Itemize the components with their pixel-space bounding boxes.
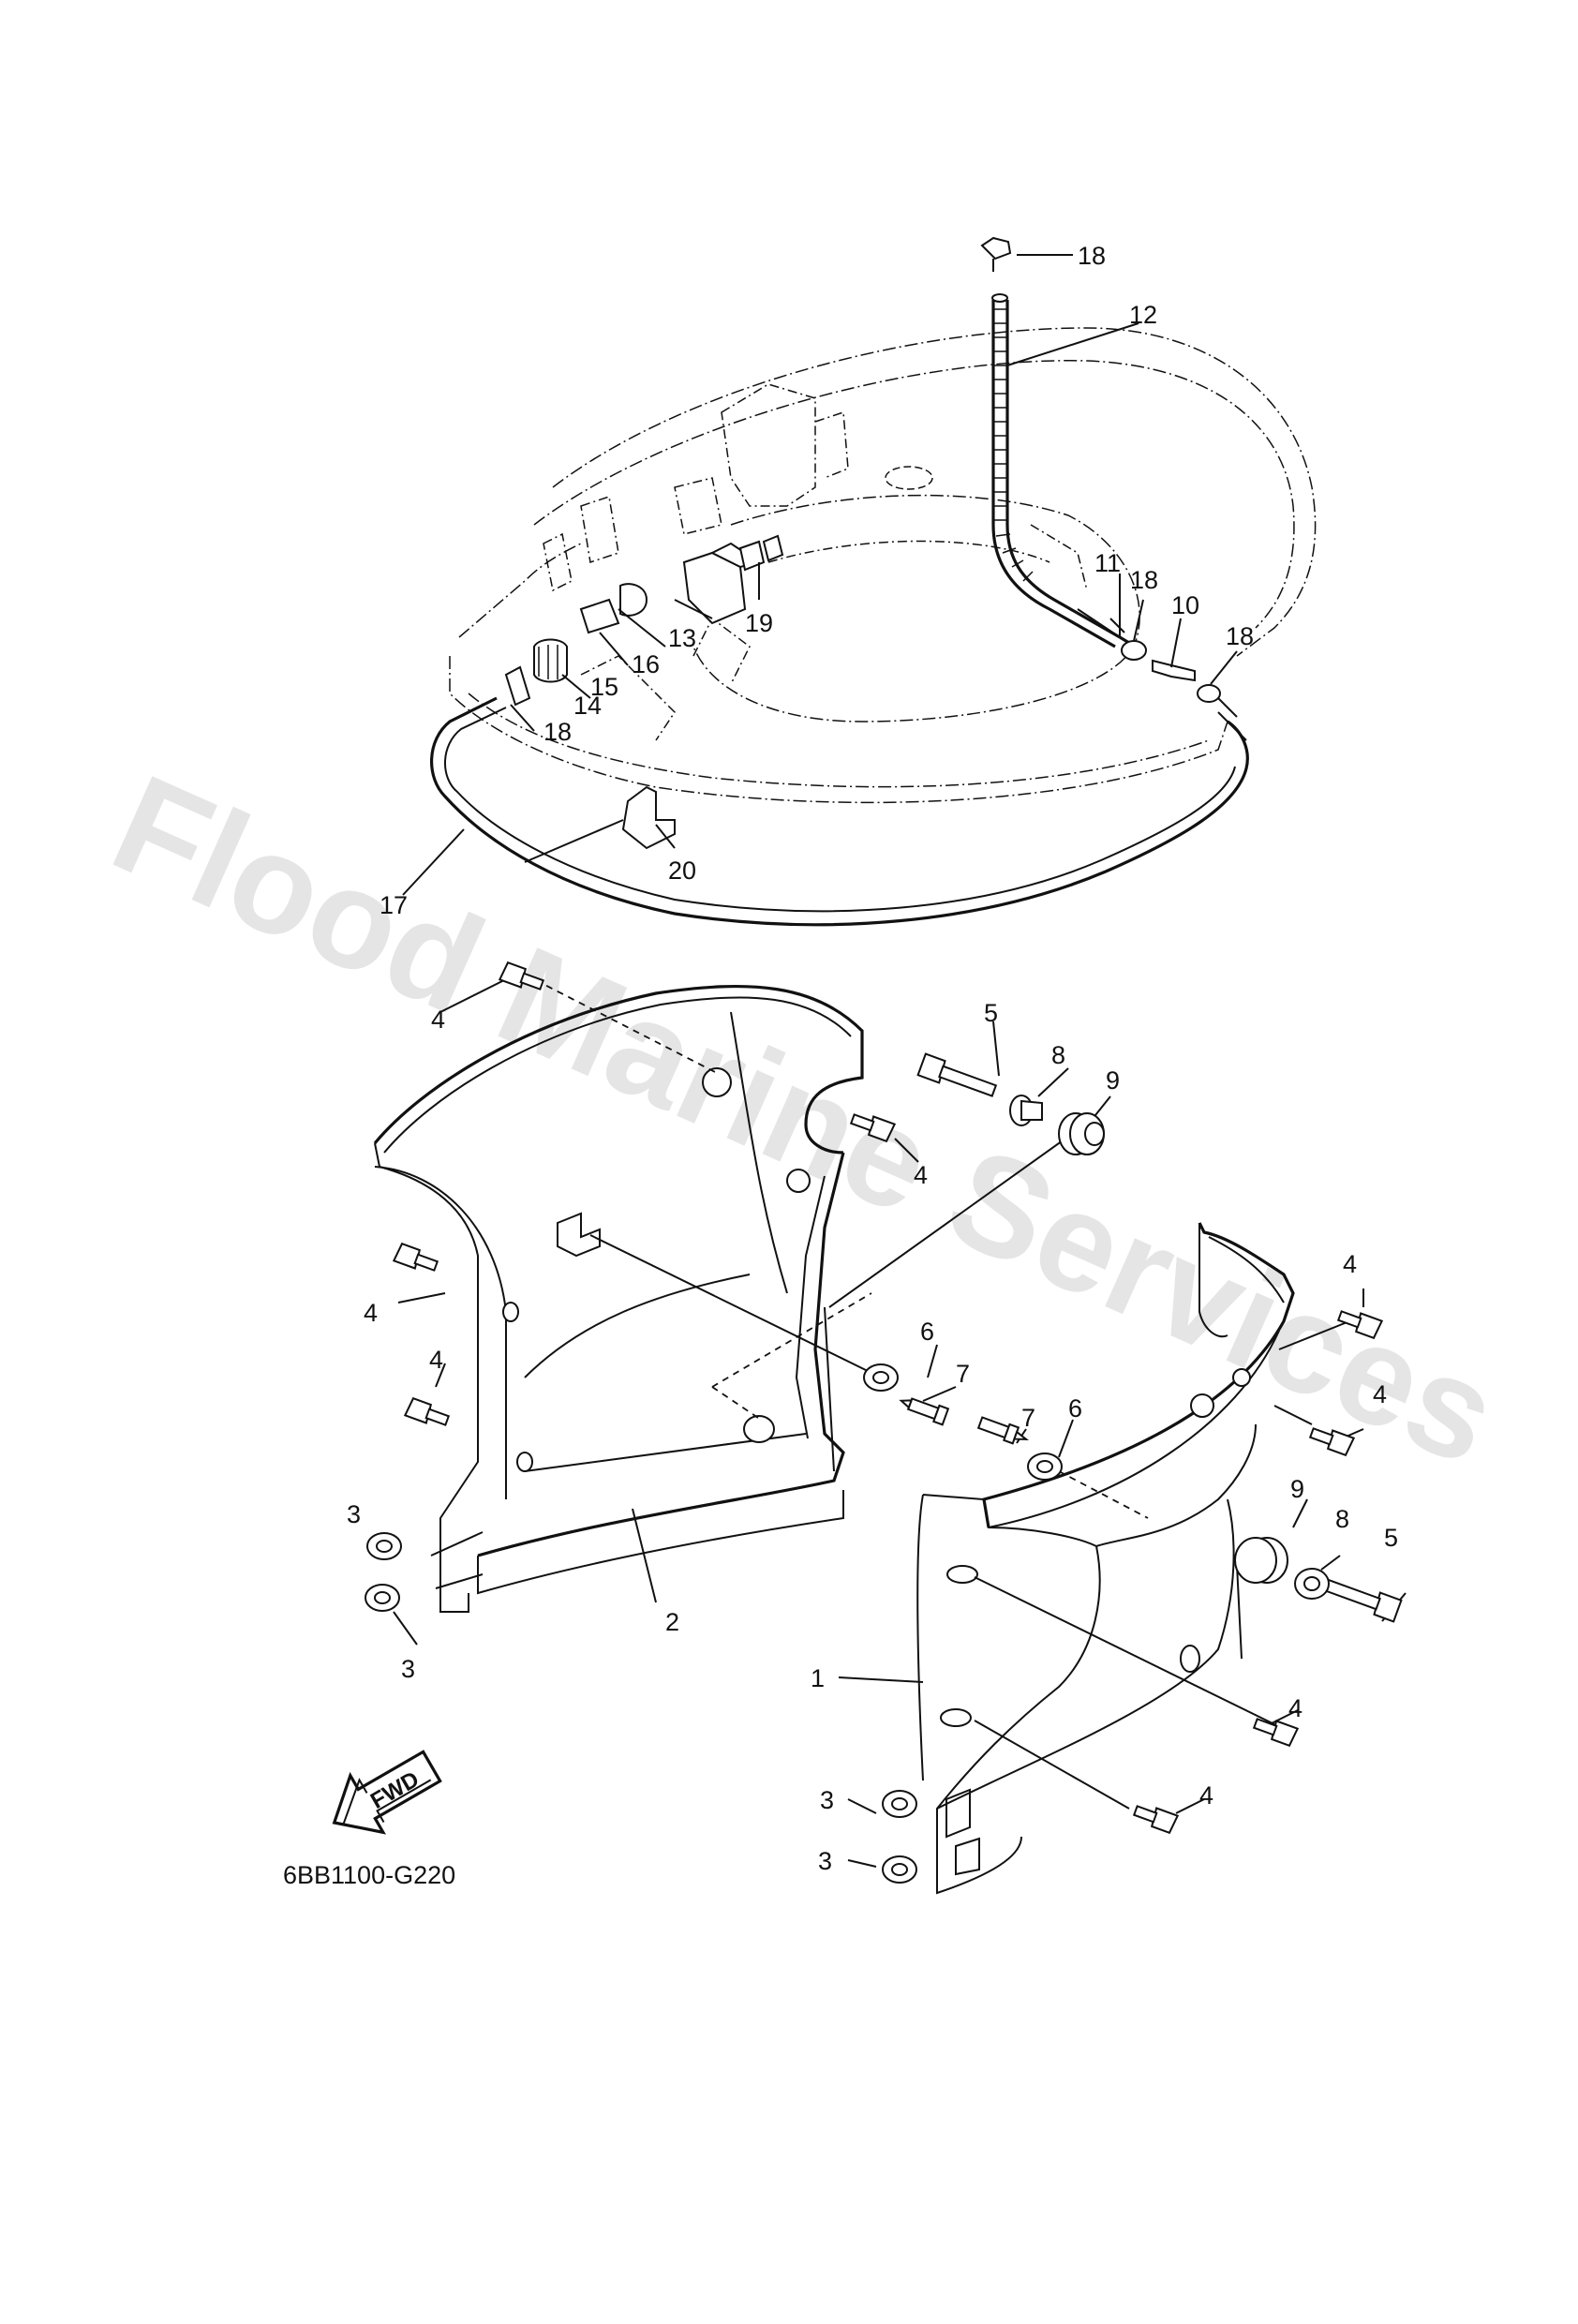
callout-6: 6 <box>920 1318 934 1346</box>
callout-14: 14 <box>573 692 602 720</box>
callout-5: 5 <box>984 999 998 1027</box>
callout-16: 16 <box>632 650 660 678</box>
callout-4: 4 <box>914 1161 928 1189</box>
callouts: 18 12 11 18 10 18 19 13 16 15 14 18 20 1… <box>347 242 1398 1875</box>
bolts <box>392 961 1403 1835</box>
callout-4: 4 <box>431 1006 445 1034</box>
callout-9: 9 <box>1290 1475 1304 1503</box>
callout-4: 4 <box>429 1346 443 1374</box>
callout-15: 15 <box>590 673 618 701</box>
callout-11: 11 <box>1094 549 1121 577</box>
callout-4: 4 <box>1343 1250 1357 1278</box>
side-cover-2 <box>373 984 864 1613</box>
callout-1: 1 <box>811 1664 825 1692</box>
callout-18: 18 <box>1078 242 1106 270</box>
callout-4: 4 <box>364 1299 378 1327</box>
leader-lines <box>393 254 1407 1868</box>
callout-13: 13 <box>668 624 696 652</box>
bottom-cowling <box>449 327 1317 804</box>
callout-3: 3 <box>401 1655 415 1683</box>
clamp-18-top <box>980 236 1012 272</box>
callout-4: 4 <box>1288 1694 1303 1722</box>
callout-5: 5 <box>1384 1524 1398 1552</box>
callout-7: 7 <box>956 1360 970 1388</box>
callout-2: 2 <box>665 1608 679 1636</box>
diagram-code: 6BB1100-G220 <box>283 1861 455 1889</box>
callout-8: 8 <box>1051 1041 1065 1069</box>
callout-9: 9 <box>1106 1066 1120 1095</box>
callout-3: 3 <box>820 1786 834 1814</box>
hose-12 <box>991 293 1121 648</box>
seal-17 <box>429 696 1249 927</box>
callout-3: 3 <box>347 1500 361 1528</box>
callout-18: 18 <box>1130 566 1158 594</box>
callout-20: 20 <box>668 857 696 885</box>
callout-17: 17 <box>380 891 408 919</box>
callout-19: 19 <box>745 609 773 637</box>
callout-8: 8 <box>1335 1505 1349 1533</box>
callout-7: 7 <box>1021 1404 1035 1432</box>
fwd-arrow: FWD <box>332 1750 442 1835</box>
callout-6: 6 <box>1068 1394 1082 1423</box>
callout-4: 4 <box>1373 1380 1387 1408</box>
side-cover-1 <box>916 1222 1295 1895</box>
callout-12: 12 <box>1129 301 1157 329</box>
callout-3: 3 <box>818 1847 832 1875</box>
callout-10: 10 <box>1171 591 1199 619</box>
grommets-collars <box>365 1095 1330 1884</box>
callout-18: 18 <box>1226 622 1254 650</box>
callout-18: 18 <box>543 718 572 746</box>
callout-4: 4 <box>1199 1781 1213 1810</box>
